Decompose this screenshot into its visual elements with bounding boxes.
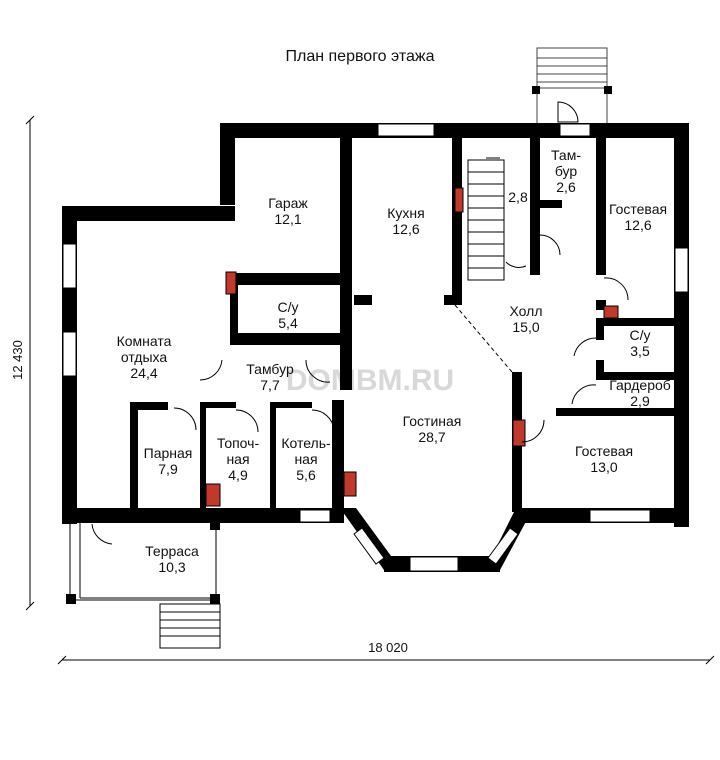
room-tambur-mid-name: Тамбур (246, 361, 294, 377)
depth-dimension: 12 430 (10, 340, 25, 380)
room-garage-area: 12,1 (274, 211, 301, 227)
chimneys (205, 187, 619, 507)
room-labels: Гараж 12,1 Кухня 12,6 2,8 Там- бур 2,6 Г… (117, 147, 671, 575)
room-guest-top-area: 12,6 (624, 217, 651, 233)
room-boiler-name2: ная (294, 451, 317, 467)
doors (91, 101, 629, 545)
entry-steps-top (536, 47, 608, 125)
room-tambur-mid-area: 7,7 (260, 377, 280, 393)
room-boiler-name1: Котель- (281, 435, 331, 451)
room-hall-name: Холл (510, 303, 543, 319)
room-sauna-name: Парная (144, 445, 193, 461)
room-tambur-top-name1: Там- (551, 147, 581, 163)
room-kitchen-area: 12,6 (392, 221, 419, 237)
room-wc-left-area: 5,4 (278, 315, 298, 331)
plan-title: План первого этажа (285, 48, 435, 65)
room-kitchen-name: Кухня (387, 205, 424, 221)
window-bay (353, 527, 519, 565)
room-wc-right-name: С/у (630, 327, 651, 343)
room-guest-bottom-name: Гостевая (575, 443, 633, 459)
interior-staircase (467, 157, 505, 281)
room-living-area: 28,7 (418, 429, 445, 445)
room-tambur-top-name2: бур (555, 163, 578, 179)
entry-porch-posts (532, 86, 612, 94)
windows (62, 123, 689, 572)
room-hall-area: 15,0 (512, 319, 539, 335)
room-sauna-area: 7,9 (158, 461, 178, 477)
room-wc-left-name: С/у (278, 299, 299, 315)
room-terrace-area: 10,3 (158, 559, 185, 575)
room-lounge-name1: Комната (117, 333, 172, 349)
room-wardrobe-area: 2,9 (630, 393, 650, 409)
room-wc-right-area: 3,5 (630, 343, 650, 359)
room-lounge-area: 24,4 (130, 365, 157, 381)
width-dimension: 18 020 (368, 640, 408, 655)
room-living-name: Гостиная (403, 413, 462, 429)
room-guest-top-name: Гостевая (609, 201, 667, 217)
room-tambur-top-area: 2,6 (556, 179, 576, 195)
room-garage-name: Гараж (268, 195, 308, 211)
room-furnace-name2: ная (226, 451, 249, 467)
room-lounge-name2: отдыха (121, 349, 168, 365)
room-terrace-name: Терраса (145, 543, 199, 559)
room-furnace-name1: Топоч- (217, 435, 260, 451)
room-wardrobe-name: Гардероб (609, 377, 671, 393)
room-guest-bottom-area: 13,0 (590, 459, 617, 475)
terrace-outline (69, 521, 221, 649)
room-boiler-area: 5,6 (296, 467, 316, 483)
dimension-lines (25, 115, 715, 665)
room-stair-area: 2,8 (508, 189, 528, 205)
room-furnace-area: 4,9 (228, 467, 248, 483)
watermark: DOMBM.RU (286, 364, 454, 397)
